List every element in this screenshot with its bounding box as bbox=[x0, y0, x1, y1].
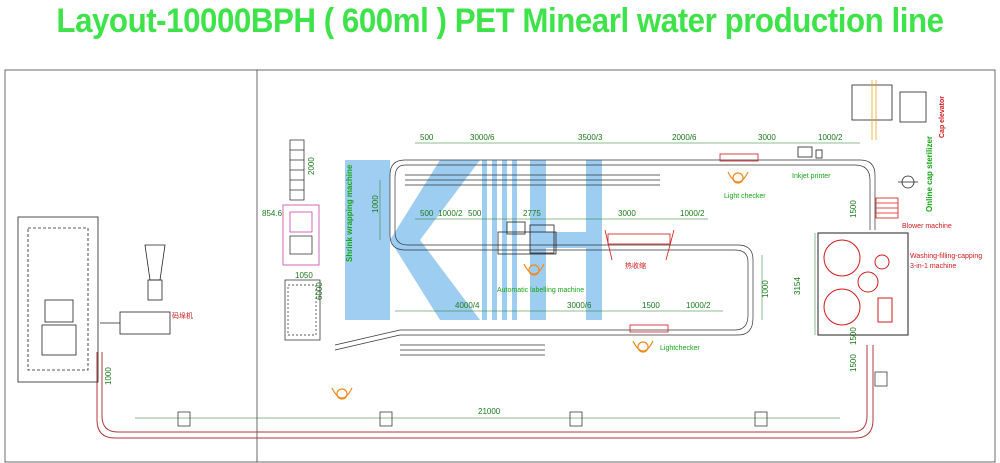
dim-filler-1500-bottom: 1500 bbox=[849, 354, 858, 372]
filler-label-line2: 3-in-1 machine bbox=[910, 263, 956, 270]
shrink-heater-label: 热收缩 bbox=[625, 261, 646, 270]
dim-top-2000-6: 2000/6 bbox=[672, 133, 697, 142]
layout-title: Layout-10000BPH ( 600ml ) PET Minearl wa… bbox=[56, 2, 944, 40]
operator-icons bbox=[331, 171, 749, 400]
dim-shrink-1050: 1050 bbox=[295, 271, 313, 280]
labelling-machine-label: Automatic labelling machine bbox=[497, 287, 584, 294]
dimension-lines bbox=[135, 142, 860, 419]
dim-top-3500-3: 3500/3 bbox=[578, 133, 603, 142]
dim-filler-1500-mid: 1500 bbox=[849, 327, 858, 345]
light-checker-bottom-label: Lightchecker bbox=[660, 345, 700, 352]
cap-elevator-label: Cap elevator bbox=[939, 96, 946, 138]
dim-filler-3154: 3154 bbox=[793, 277, 802, 295]
operator-icon-top-right bbox=[727, 171, 749, 184]
kh-watermark bbox=[345, 160, 602, 320]
online-cap-sterilizer-label: Online cap sterilizer bbox=[925, 136, 934, 212]
dim-right-1000: 1000 bbox=[761, 280, 770, 298]
blower-machine-label: Blower machine bbox=[902, 223, 952, 230]
dim-mid-1000-2-a: 1000/2 bbox=[438, 209, 463, 218]
palletizer-machine bbox=[17, 216, 171, 383]
operator-icon-labeller bbox=[523, 263, 545, 276]
cap-sterilizer bbox=[898, 175, 918, 189]
labelling-machine bbox=[497, 221, 557, 255]
inkjet-printer-label: Inkjet printer bbox=[792, 173, 831, 180]
dim-bottom-left-1000: 1000 bbox=[104, 367, 113, 385]
operator-icon-lightcheck bbox=[632, 340, 654, 353]
dim-top-1000-2: 1000/2 bbox=[818, 133, 843, 142]
light-checker-bottom bbox=[629, 324, 669, 333]
shrink-heater bbox=[604, 229, 675, 261]
dim-top-3000-6: 3000/6 bbox=[470, 133, 495, 142]
light-checker-top-label: Light checker bbox=[724, 193, 766, 200]
blower-machine bbox=[875, 197, 899, 219]
drawing-frame bbox=[4, 69, 996, 463]
dim-mid-2775: 2775 bbox=[523, 209, 541, 218]
dim-left-1000: 1000 bbox=[371, 195, 380, 213]
dim-shrink-854-6: 854.6 bbox=[262, 209, 283, 218]
inkjet-printer bbox=[797, 146, 823, 159]
conveyor-motors bbox=[177, 371, 888, 427]
dim-top-3000: 3000 bbox=[758, 133, 776, 142]
dim-mid-500-b: 500 bbox=[468, 209, 482, 218]
shrink-wrapping-label: Shrink wrapping machine bbox=[345, 164, 354, 262]
dim-low-3000-6: 3000/6 bbox=[567, 301, 592, 310]
dim-bottom-21000: 21000 bbox=[478, 407, 501, 416]
dim-mid-3000: 3000 bbox=[618, 209, 636, 218]
dim-low-1000-2: 1000/2 bbox=[686, 301, 711, 310]
light-checker-top bbox=[719, 153, 759, 162]
dim-low-4000-4: 4000/4 bbox=[455, 301, 480, 310]
main-conveyor bbox=[96, 345, 874, 439]
dim-filler-1500-top: 1500 bbox=[849, 200, 858, 218]
dim-mid-500-a: 500 bbox=[420, 209, 434, 218]
upper-conveyor bbox=[334, 159, 876, 356]
filler-label-line1: Washing-filling-capping bbox=[910, 253, 982, 260]
dim-shrink-6000: 6000 bbox=[315, 282, 324, 300]
operator-icon-shrink bbox=[331, 387, 353, 400]
dim-mid-1000-2-b: 1000/2 bbox=[680, 209, 705, 218]
filling-monoblock bbox=[817, 232, 909, 336]
shrink-wrapping-machine bbox=[282, 139, 321, 341]
dim-low-1500: 1500 bbox=[642, 301, 660, 310]
dim-shrink-2000: 2000 bbox=[307, 157, 316, 175]
dim-top-500: 500 bbox=[420, 133, 434, 142]
palletizer-label: 码垛机 bbox=[172, 311, 193, 320]
cap-elevator bbox=[851, 80, 927, 140]
